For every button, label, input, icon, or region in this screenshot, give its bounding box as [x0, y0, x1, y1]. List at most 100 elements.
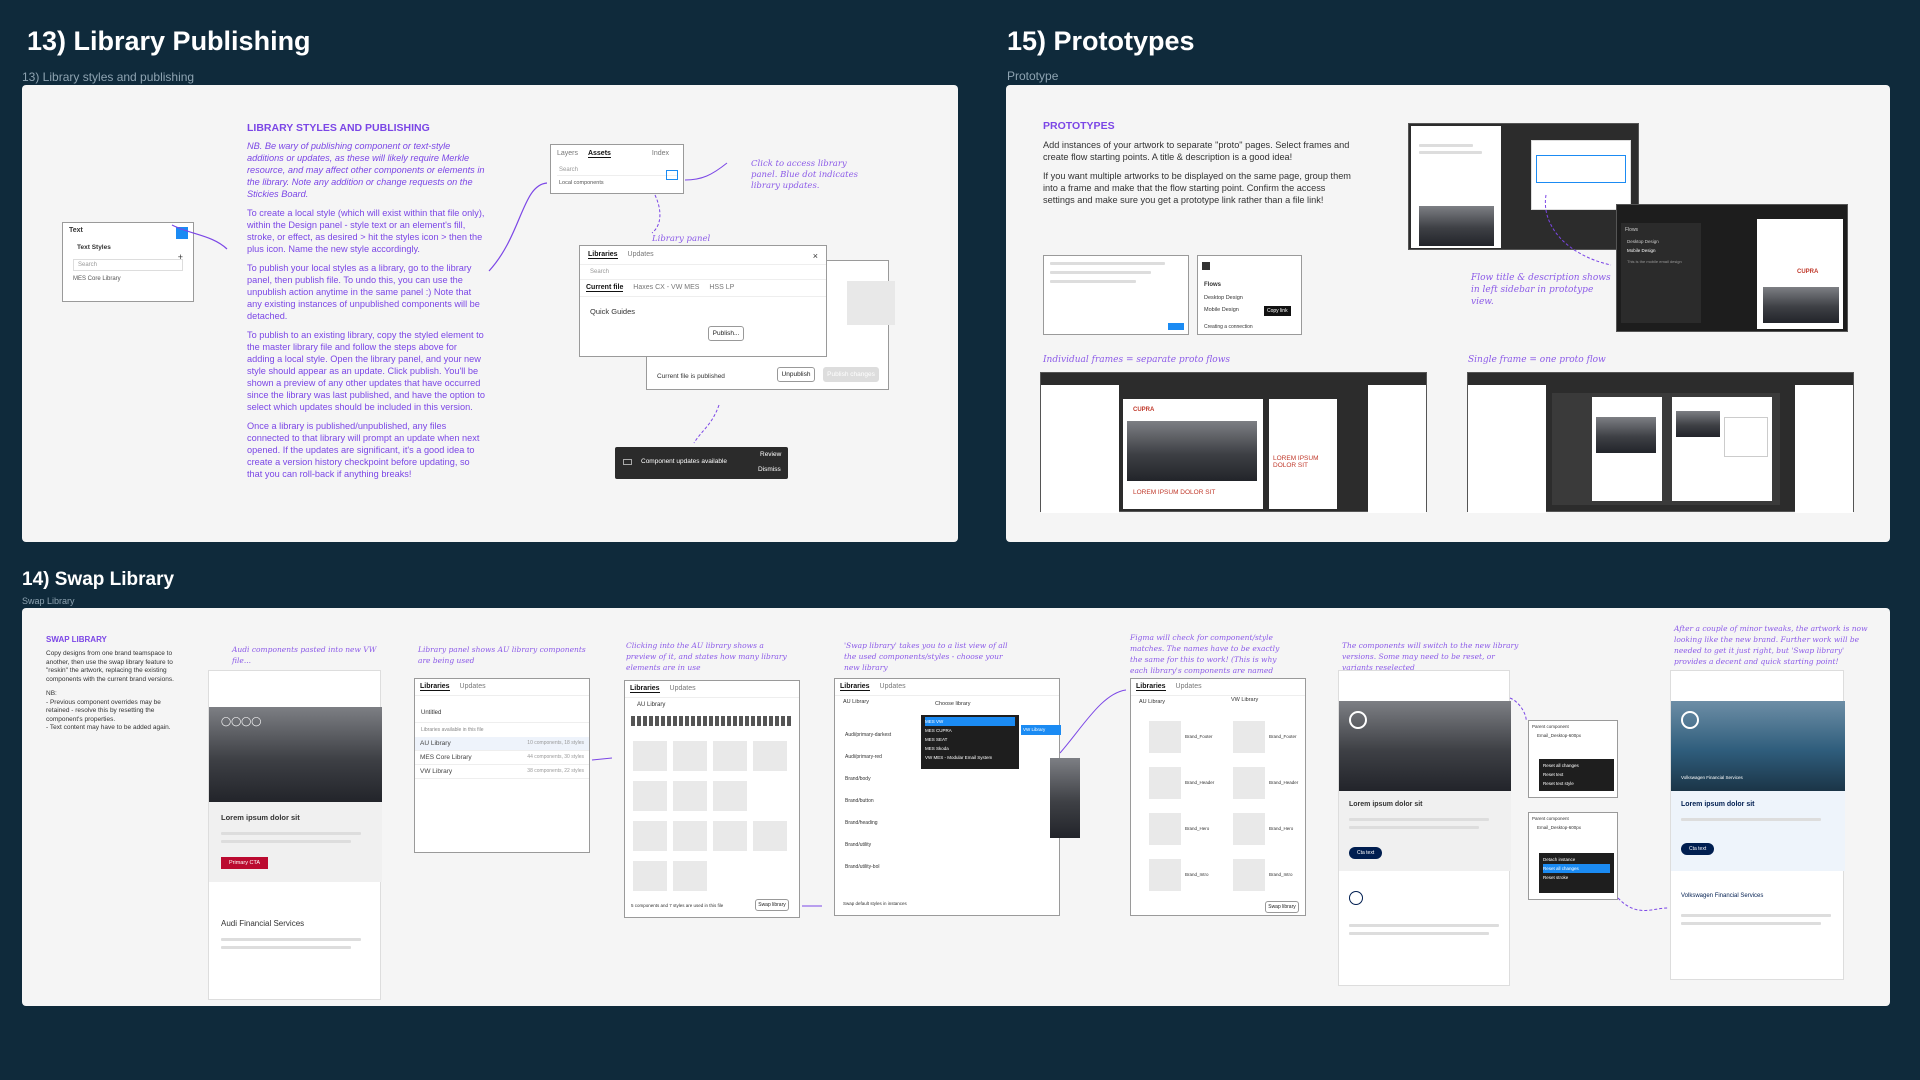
option-vw-library[interactable]: VW Library: [1021, 725, 1061, 735]
vw-final-cta[interactable]: Cta text: [1681, 843, 1715, 855]
library-p3: To publish to an existing library, copy …: [247, 330, 486, 412]
tab-haxes[interactable]: Haxes CX - VW MES: [633, 284, 700, 291]
audi-rings-logo: ◯◯◯◯: [221, 716, 262, 726]
swap-tab-updates[interactable]: Updates: [459, 683, 486, 690]
section-subtitle-prototypes: Prototype: [1007, 69, 1059, 83]
section-subtitle-library-publishing: 13) Library styles and publishing: [22, 70, 195, 84]
match-tab-updates[interactable]: Updates: [1175, 683, 1202, 690]
choose-library-dropdown[interactable]: Choose library: [935, 701, 971, 707]
reset-stroke[interactable]: Reset stroke: [1543, 875, 1569, 880]
preview-tab-updates[interactable]: Updates: [669, 685, 696, 692]
flow-desktop[interactable]: Desktop Design: [1204, 295, 1243, 301]
library-row-vw[interactable]: VW Library 38 components, 22 styles: [415, 765, 589, 779]
text-styles-panel: Text Text Styles + Search MES Core Libra…: [62, 222, 194, 302]
libraries-search[interactable]: Search: [580, 265, 826, 280]
match-to-1: Brand_Footer: [1269, 734, 1297, 739]
plus-icon[interactable]: +: [177, 252, 183, 262]
reset-text-style[interactable]: Reset text style: [1543, 781, 1574, 786]
reset-text[interactable]: Reset text: [1543, 772, 1564, 777]
tab-libraries[interactable]: Libraries: [588, 251, 618, 259]
flows-label: Flows: [1204, 282, 1222, 288]
library-row-mes-label: MES Core Library: [420, 754, 472, 761]
library-publishing-heading: LIBRARY STYLES AND PUBLISHING: [247, 122, 430, 134]
note-library-panel: Library panel: [652, 234, 711, 244]
prototypes-heading: PROTOTYPES: [1043, 120, 1115, 132]
option-mes-vw[interactable]: MES VW: [925, 717, 1015, 726]
share-settings-card: [1043, 255, 1189, 335]
swap-list-tab-libraries[interactable]: Libraries: [840, 683, 870, 691]
assets-search[interactable]: Search: [557, 165, 677, 176]
option-mes-cupra[interactable]: MES CUPRA: [925, 728, 952, 733]
audi-primary-cta[interactable]: Primary CTA: [221, 857, 269, 869]
unpublish-button[interactable]: Unpublish: [777, 367, 815, 382]
swap-item-1: Audi/primary-darkest: [845, 732, 892, 738]
reset-instance-name: Email_Desktop-600px: [1537, 733, 1582, 738]
library-row-au[interactable]: AU Library 10 components, 18 styles: [415, 737, 589, 751]
proto-flow-desktop[interactable]: Desktop Design: [1627, 239, 1659, 244]
flow-mobile[interactable]: Mobile Design: [1204, 307, 1239, 313]
vw-logo-icon: [1349, 711, 1367, 729]
toast-dismiss[interactable]: Dismiss: [758, 466, 781, 473]
match-from-3: Brand_Hero: [1185, 826, 1210, 831]
preview-thumbnail: [847, 281, 895, 325]
match-tab-libraries[interactable]: Libraries: [1136, 683, 1166, 691]
swap-item-7: Brand/utility-bol: [845, 864, 880, 870]
library-options-menu: MES VW MES CUPRA MES SEAT MES Skoda VW M…: [921, 715, 1019, 769]
prototypes-text: PROTOTYPES Add instances of your artwork…: [1043, 120, 1353, 206]
editor-properties: [1368, 385, 1426, 513]
match-from-4: Brand_Intro: [1185, 872, 1209, 877]
option-mes-seat[interactable]: MES SEAT: [925, 737, 948, 742]
option-vw-mes[interactable]: VW MES - Modular Email System: [925, 755, 993, 760]
swap-library-button[interactable]: Swap library: [755, 899, 789, 911]
library-icon[interactable]: [666, 170, 678, 180]
description-field[interactable]: This is the mobile email design: [1536, 155, 1626, 183]
reset-context-menu: Reset all changes Reset text Reset text …: [1539, 759, 1614, 791]
library-row-vw-meta: 38 components, 22 styles: [527, 768, 584, 774]
tab-hss[interactable]: HSS LP: [709, 284, 735, 291]
creating-connection-label: Creating a connection: [1204, 324, 1253, 330]
section-title-library-publishing: 13) Library Publishing: [27, 26, 311, 56]
car-image: [1127, 421, 1257, 481]
toast-review[interactable]: Review: [760, 451, 782, 458]
reset2-all-changes[interactable]: Reset all changes: [1543, 864, 1610, 873]
tab-updates[interactable]: Updates: [627, 251, 654, 258]
share-button[interactable]: [1168, 323, 1184, 330]
tab-layers[interactable]: Layers: [557, 150, 579, 157]
prototypes-p1: Add instances of your artwork to separat…: [1043, 140, 1350, 162]
close-icon[interactable]: ×: [812, 251, 818, 261]
swap-tab-libraries[interactable]: Libraries: [420, 683, 450, 691]
detach-instance[interactable]: Detach instance: [1543, 857, 1576, 862]
frame-icon: [1202, 262, 1210, 270]
publish-changes-button[interactable]: Publish changes: [823, 367, 879, 382]
tab-current-file[interactable]: Current file: [586, 284, 624, 292]
tab-assets[interactable]: Assets: [587, 150, 611, 158]
reset-all-changes[interactable]: Reset all changes: [1543, 763, 1579, 768]
swap-p1: Copy designs from one brand teamspace to…: [46, 650, 174, 683]
library-p4: Once a library is published/unpublished,…: [247, 421, 480, 479]
swap-arrows: [591, 689, 1669, 911]
toast-text: Component updates available: [641, 458, 728, 465]
option-mes-skoda[interactable]: MES Skoda: [925, 746, 949, 751]
library-row-mes[interactable]: MES Core Library 44 components, 30 style…: [415, 751, 589, 765]
text-panel-search[interactable]: Search: [73, 259, 183, 271]
preview-tab-libraries[interactable]: Libraries: [630, 685, 660, 693]
match-swap-button[interactable]: Swap library: [1265, 901, 1299, 913]
assets-panel: Layers Assets Index Search Local compone…: [550, 144, 684, 194]
swap-list-tab-updates[interactable]: Updates: [879, 683, 906, 690]
prototypes-p2: If you want multiple artworks to be disp…: [1043, 171, 1351, 205]
text-panel-item: MES Core Library: [73, 276, 121, 282]
proto-flow-mobile[interactable]: Mobile Design: [1627, 248, 1656, 253]
component-match-list: Libraries Updates AU Library VW Library …: [1130, 678, 1306, 916]
library-p2: To publish your local styles as a librar…: [247, 263, 480, 321]
local-components-label: Local components: [559, 180, 604, 186]
swap-item-3: Brand/body: [845, 776, 871, 782]
swap-note-7: After a couple of minor tweaks, the artw…: [1674, 624, 1868, 666]
swap-item-6: Brand/utility: [845, 842, 872, 848]
swap-default-styles-checkbox[interactable]: Swap default styles in instances: [843, 901, 907, 906]
vw-logo-footer-icon: [1349, 891, 1363, 905]
published-status: Current file is published: [657, 373, 725, 380]
publish-button[interactable]: Publish...: [708, 326, 744, 341]
tab-index[interactable]: Index: [651, 150, 669, 157]
proto-view-1: Description This is the mobile email des…: [1408, 123, 1639, 250]
vw1-cta[interactable]: Cta text: [1349, 847, 1383, 859]
